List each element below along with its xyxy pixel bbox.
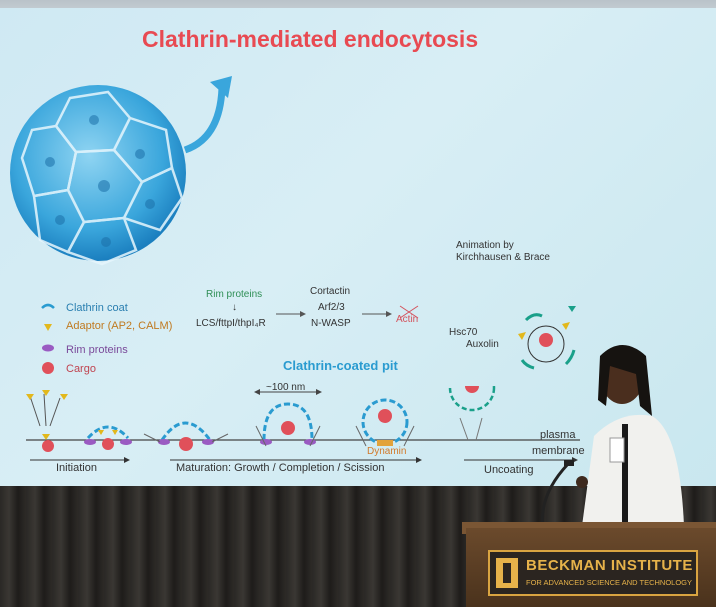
stage-maturation: Maturation: Growth / Completion / Scissi… [176, 462, 385, 474]
size-label: ~100 nm [266, 382, 306, 393]
clathrin-coat-icon [41, 303, 55, 309]
legend-adaptor: Adaptor (AP2, CALM) [66, 320, 173, 332]
plasma-label: plasma [540, 429, 576, 441]
pathway-arrows [276, 305, 419, 319]
legend-icons [41, 303, 55, 374]
legend-rim-proteins: Rim proteins [66, 344, 128, 356]
beckman-institute-sign: BECKMAN INSTITUTE FOR ADVANCED SCIENCE A… [488, 550, 698, 596]
stage-uncoating: Uncoating [484, 464, 534, 476]
clathrin-cage-illustration [10, 76, 232, 266]
presenter [576, 345, 684, 526]
scission-pit [355, 398, 415, 447]
legend-clathrin-coat: Clathrin coat [66, 302, 128, 314]
sign-main-text: BECKMAN INSTITUTE [526, 557, 693, 574]
slide-title: Clathrin-mediated endocytosis [142, 26, 479, 52]
uncoating-vesicle [448, 386, 496, 441]
endocytosis-diagram [26, 386, 580, 452]
completing-pit [254, 389, 322, 447]
dynamin-label: Dynamin [367, 446, 407, 457]
adaptor-icon [44, 324, 52, 331]
auxolin-label: Auxolin [466, 339, 499, 350]
pathway-lcs: LCS/fttpI/thpI₄R [196, 318, 266, 329]
stage-arrows [30, 457, 578, 463]
stage-initiation: Initiation [56, 462, 97, 474]
pathway-arrow-down: ↓ [232, 302, 237, 313]
pathway-rim-proteins: Rim proteins [206, 289, 263, 300]
hsc70-label: Hsc70 [449, 327, 478, 338]
released-vesicle [518, 306, 576, 370]
membrane-label: membrane [532, 445, 585, 457]
projection-screen: Clathrin-mediated endocytosis [0, 8, 716, 486]
growing-pit [143, 421, 229, 451]
credit-line-1: Animation by [456, 240, 514, 251]
illinois-logo [496, 558, 518, 588]
early-pit [84, 425, 132, 450]
rim-protein-icon [42, 344, 54, 352]
pathway-arf: Arf2/3 [318, 302, 345, 313]
initiation-stage [26, 390, 68, 452]
pathway-nwasp: N-WASP [311, 318, 351, 329]
clathrin-coated-pit-label: Clathrin-coated pit [283, 358, 398, 373]
pathway-cortactin: Cortactin [310, 286, 351, 297]
pathway-actin: Actin [396, 314, 419, 325]
legend-cargo: Cargo [66, 363, 96, 375]
credit-line-2: Kirchhausen & Brace [456, 252, 550, 263]
sign-sub-text: FOR ADVANCED SCIENCE AND TECHNOLOGY [526, 578, 693, 587]
cargo-icon [42, 362, 54, 374]
